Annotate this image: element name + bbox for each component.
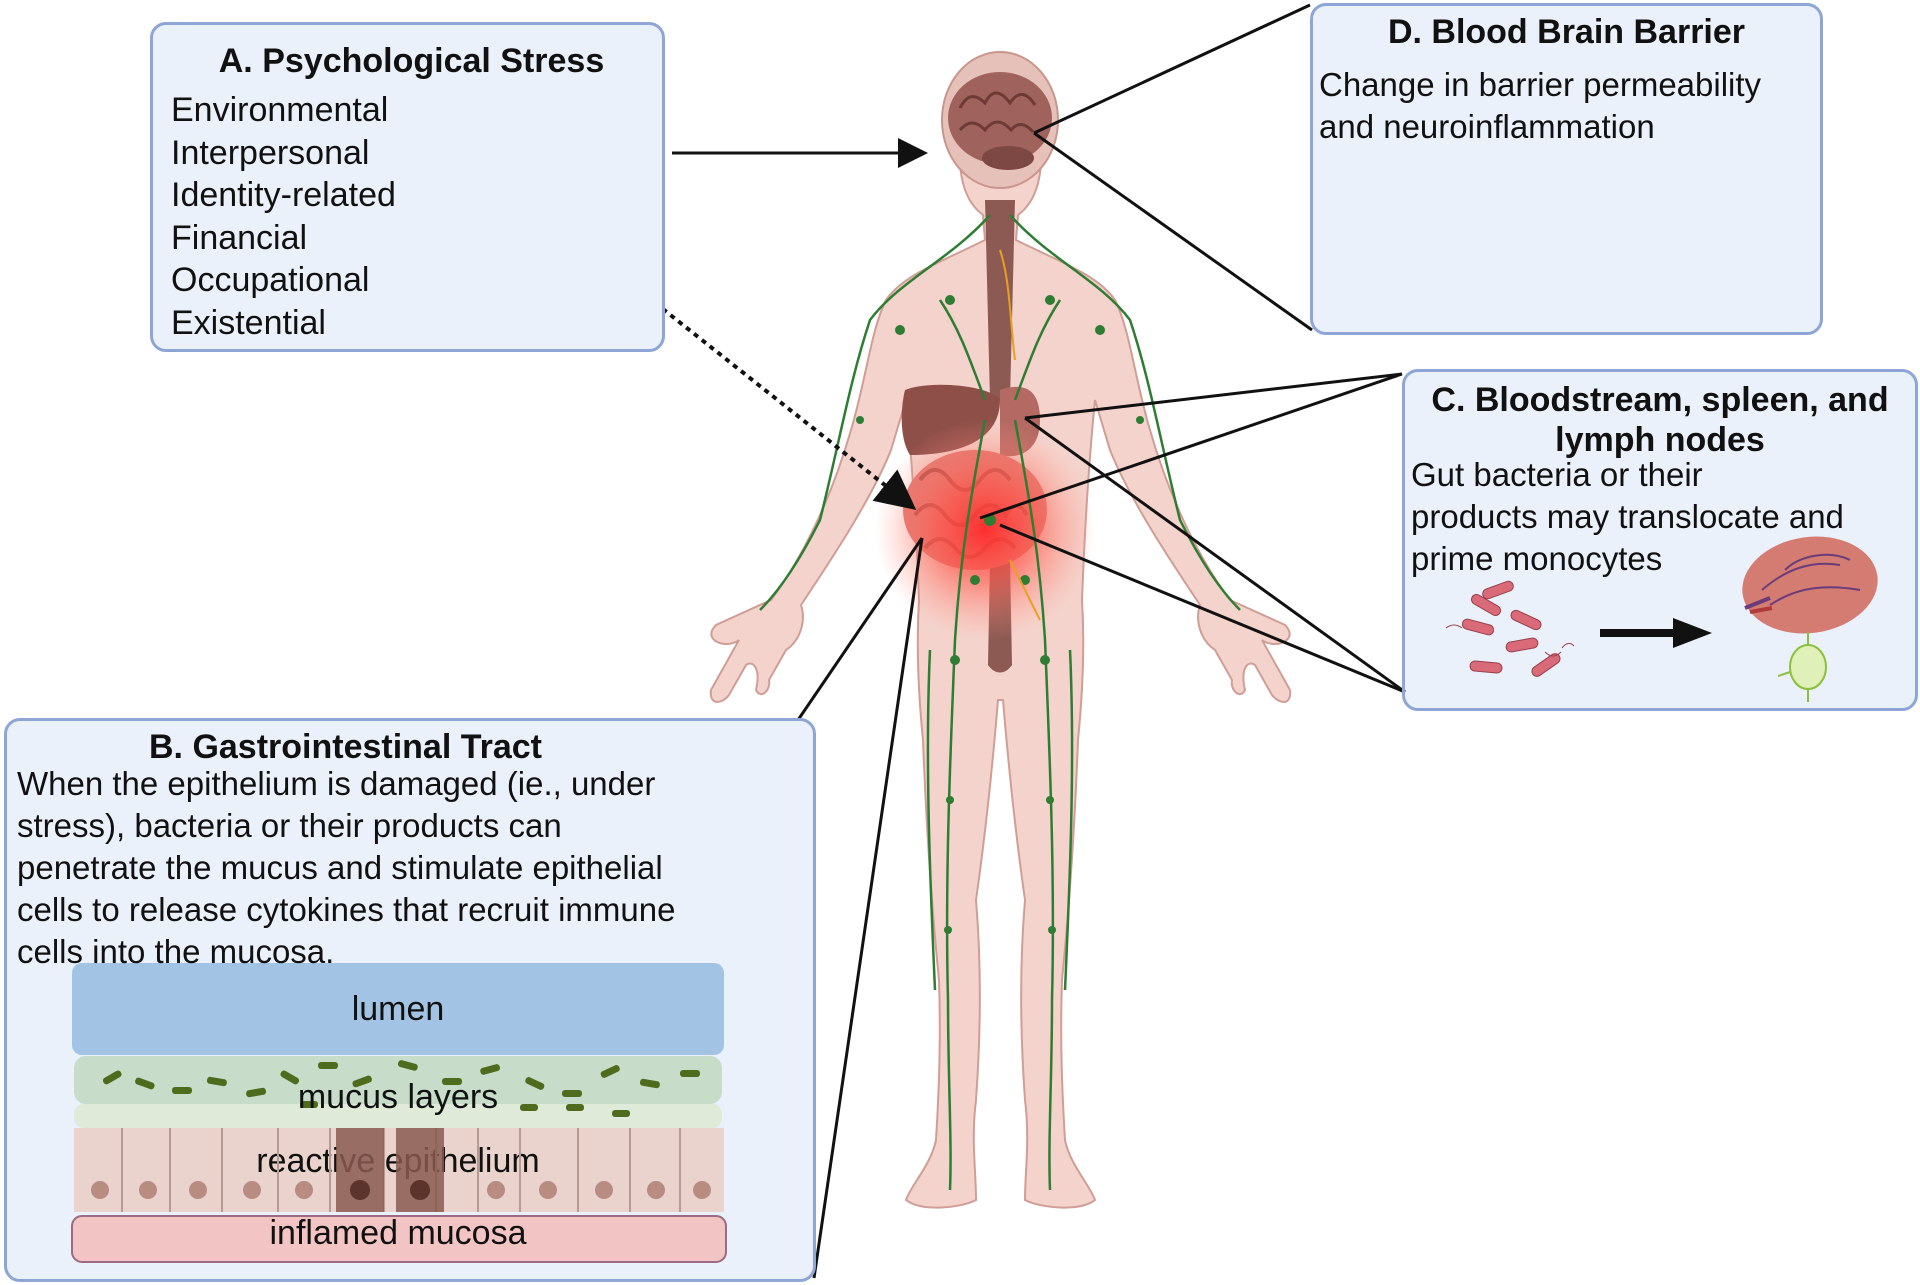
line-spleen-to-c-bottom [1024,416,1406,694]
line-gut-to-b-bottom [812,537,924,1279]
description-line: When the epithelium is damaged (ie., und… [17,765,656,802]
bacteria-flagella [1445,624,1575,657]
description-line: and neuroinflammation [1319,108,1655,145]
inflammation-glow [875,420,1095,640]
panel-d-title: D. Blood Brain Barrier [1387,13,1746,51]
human-body-figure [709,51,1292,1209]
lumen-label: lumen [351,990,445,1028]
line-gut-to-b-top [796,537,924,721]
description-line: prime monocytes [1411,540,1663,577]
line-brain-to-d-bottom [1033,131,1313,332]
nerves [999,249,1041,621]
spleen-icon [1742,536,1878,634]
brain-icon [948,72,1052,170]
stressor-item: Occupational [171,261,370,299]
stressor-item: Interpersonal [171,133,370,172]
description-line: products may translocate and [1411,498,1844,535]
mucus-layer [74,1056,722,1104]
mucosa-layer [71,1215,727,1263]
description-line: Gut bacteria or their [1411,456,1703,493]
panel-c-description: Gut bacteria or their products may trans… [1411,454,1916,580]
stressor-item: Identity-related [171,176,396,214]
lumen-layer [72,963,724,1055]
description-line: cells to release cytokines that recruit … [17,891,676,928]
stressor-list: Environmental Interpersonal Identity-rel… [171,89,396,344]
lymphatic-system [759,214,1241,1191]
description-line: stress), bacteria or their products can [17,807,562,844]
line-gut-to-c-top [979,372,1403,520]
panel-gastrointestinal-tract: B. Gastrointestinal Tract When the epith… [4,718,816,1282]
mucus-label: mucus layers [297,1078,499,1116]
mucus-bacteria [102,1060,700,1117]
panel-a-title: A. Psychological Stress [218,42,605,80]
panel-c-title-line: C. Bloodstream, spleen, and [1431,381,1889,419]
panel-blood-brain-barrier: D. Blood Brain Barrier Change in barrier… [1310,3,1823,335]
stressor-item: Financial [171,218,308,257]
panel-psychological-stress: A. Psychological Stress Environmental In… [150,22,665,352]
lymph-nodes [856,295,1144,934]
translocation-illustration [1445,536,1878,702]
stressor-item: Existential [171,303,326,342]
line-spleen-to-c-top [1024,372,1403,420]
panel-b-description: When the epithelium is damaged (ie., und… [17,763,807,973]
esophagus [985,200,1015,400]
panel-b-title: B. Gastrointestinal Tract [149,728,542,766]
epithelium-label: reactive epithelium [256,1142,540,1180]
connector-lines [410,3,1406,1279]
line-brain-to-d-top [1033,3,1311,135]
panel-c-title: C. Bloodstream, spleen, and lymph nodes [1405,380,1915,460]
bacteria-icons [1461,580,1561,677]
description-line: penetrate the mucus and stimulate epithe… [17,849,663,886]
mucosa-label: inflamed mucosa [269,1214,527,1252]
lymph-node-icon [1777,632,1827,702]
panel-d-description: Change in barrier permeability and neuro… [1319,64,1824,148]
description-line: Change in barrier permeability [1319,66,1762,103]
mucus-layer-inner [74,1104,722,1128]
line-gut-to-c-bottom [999,523,1406,694]
description-line: cells into the mucosa. [17,933,335,970]
stressor-item: Environmental [171,91,389,129]
panel-bloodstream-spleen-lymph: C. Bloodstream, spleen, and lymph nodes … [1402,369,1918,711]
panel-c-title-line: lymph nodes [1555,421,1765,459]
